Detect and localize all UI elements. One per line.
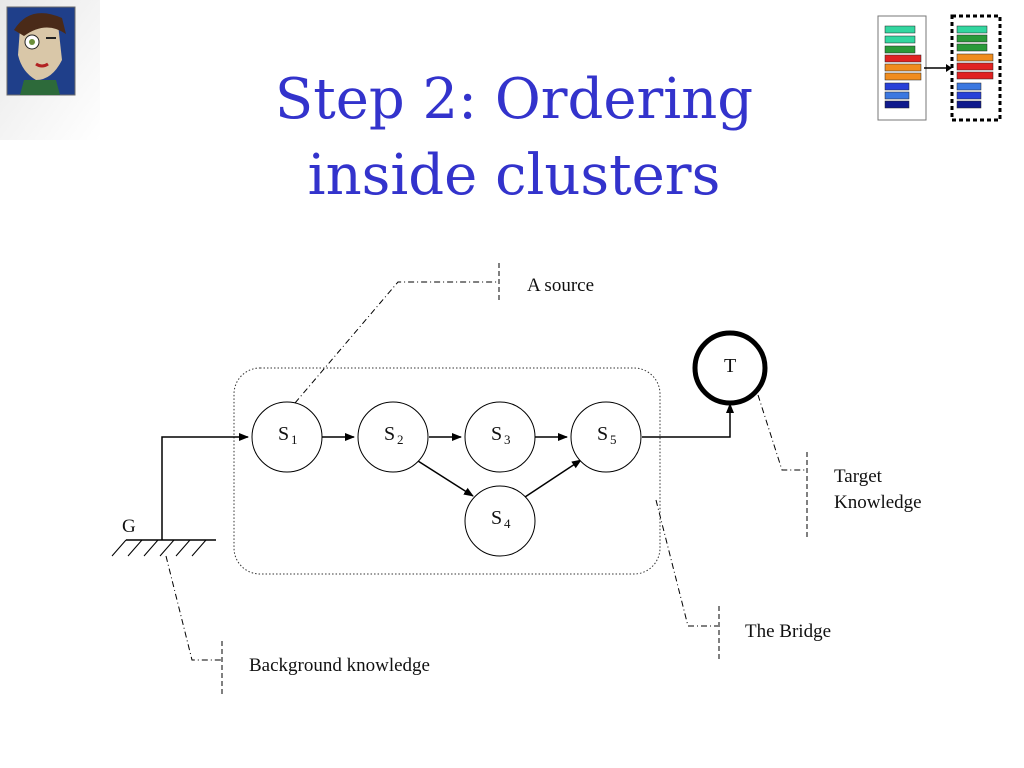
cluster-boundary bbox=[233, 367, 661, 575]
bridge-label: The Bridge bbox=[745, 621, 831, 642]
right-bar-stack bbox=[956, 25, 994, 109]
target-label-line-1: Target bbox=[834, 466, 883, 487]
ground-symbol bbox=[111, 539, 216, 557]
ground-label: G bbox=[122, 516, 136, 537]
node-s5-subscript: 5 bbox=[610, 432, 617, 447]
source-label: A source bbox=[527, 275, 594, 296]
left-bar-stack bbox=[884, 25, 922, 109]
target-callout-line bbox=[757, 394, 806, 471]
edge-s5-t bbox=[642, 403, 734, 438]
title-line-2: inside clusters bbox=[307, 143, 721, 208]
node-s5-label: S bbox=[597, 423, 608, 445]
node-target-label: T bbox=[724, 355, 736, 377]
background-label: Background knowledge bbox=[249, 655, 430, 676]
portrait-painting-icon bbox=[0, 0, 100, 140]
edge-s2-s4 bbox=[417, 460, 474, 497]
node-s4-label: S bbox=[491, 507, 502, 529]
edge-s4-s5 bbox=[524, 459, 582, 498]
node-s1: S 1 bbox=[251, 401, 323, 473]
node-target: T bbox=[692, 330, 768, 406]
node-s2-subscript: 2 bbox=[397, 432, 404, 447]
node-s4-subscript: 4 bbox=[504, 516, 511, 531]
source-callout-line bbox=[294, 281, 498, 404]
node-s3-label: S bbox=[491, 423, 502, 445]
reorder-bars-icon bbox=[872, 10, 1008, 128]
node-s3: S 3 bbox=[464, 401, 536, 473]
node-s4: S 4 bbox=[464, 485, 536, 557]
node-s1-subscript: 1 bbox=[291, 432, 298, 447]
node-s2: S 2 bbox=[357, 401, 429, 473]
target-label-line-2: Knowledge bbox=[834, 492, 922, 513]
background-callout-line bbox=[165, 555, 221, 661]
bridge-callout-line bbox=[655, 499, 718, 627]
node-s3-subscript: 3 bbox=[504, 432, 511, 447]
title-line-1: Step 2: Ordering bbox=[274, 67, 754, 132]
node-s5: S 5 bbox=[570, 401, 642, 473]
node-s1-label: S bbox=[278, 423, 289, 445]
page-title: Step 2: Ordering inside clusters bbox=[200, 62, 828, 214]
ground-edge bbox=[161, 433, 249, 540]
node-s2-label: S bbox=[384, 423, 395, 445]
